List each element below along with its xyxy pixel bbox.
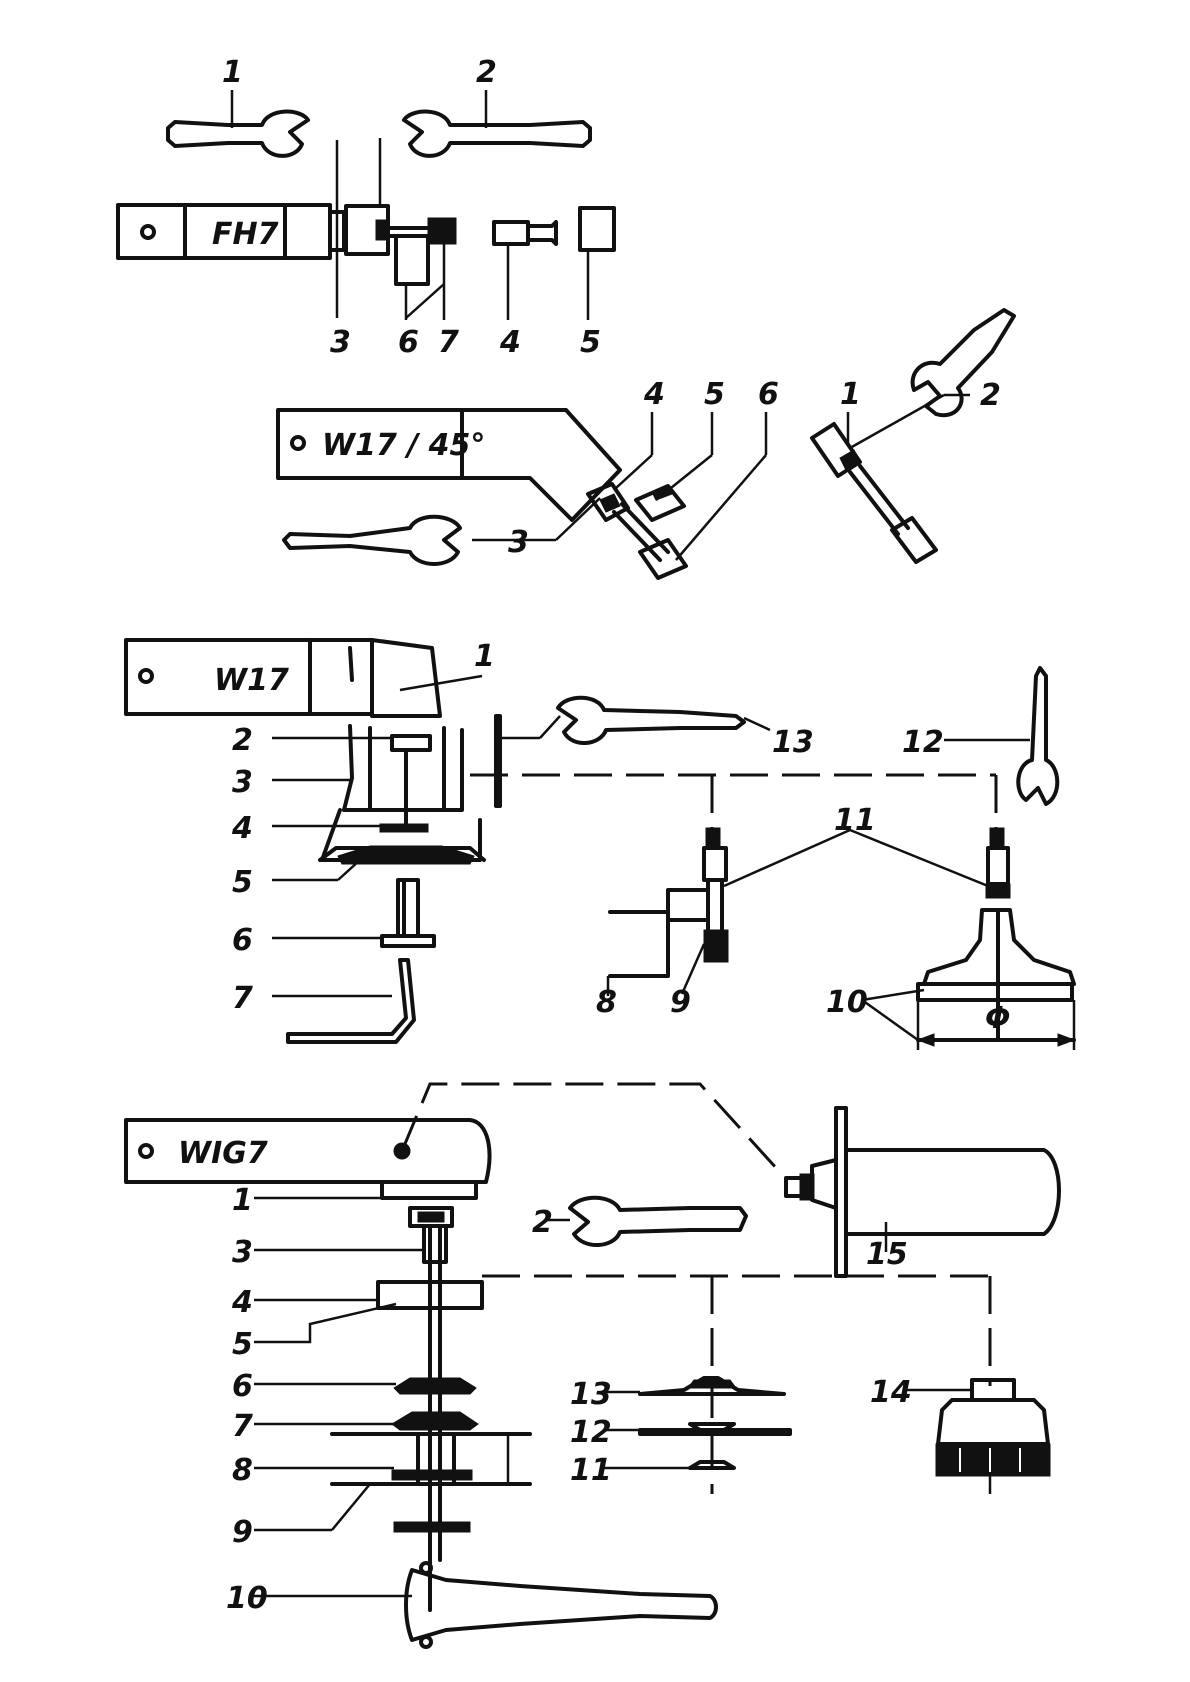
fh7-collet-assembly — [330, 206, 456, 284]
w17-45-model-label: W17 / 45° — [322, 428, 485, 463]
w17-45-collet — [588, 484, 686, 578]
open-end-wrench-icon — [1018, 668, 1057, 804]
callout-w17-6: 6 — [232, 923, 253, 958]
callout-w17-45-4: 4 — [643, 377, 665, 412]
callout-w17-9: 9 — [670, 985, 691, 1020]
callout-wig7-4: 4 — [231, 1285, 253, 1320]
callout-fh7-5: 5 — [580, 325, 601, 360]
callout-fh7-7: 7 — [438, 325, 459, 360]
callout-w17-45-5: 5 — [704, 377, 725, 412]
callout-w17-7: 7 — [232, 981, 253, 1016]
callout-wig7-14: 14 — [870, 1375, 912, 1410]
callout-fh7-4: 4 — [499, 325, 521, 360]
callout-wig7-2: 2 — [532, 1205, 553, 1240]
w17-45-loose-collet — [812, 424, 936, 562]
w17-spindle-pin — [382, 880, 434, 946]
callout-fh7-6: 6 — [398, 325, 419, 360]
w17-collet-left — [610, 828, 728, 976]
callout-w17-1: 1 — [474, 639, 495, 674]
fh7-adapter — [494, 222, 556, 244]
panel-wig7: WIG7 — [126, 1084, 1059, 1647]
callout-wig7-7: 7 — [232, 1409, 253, 1444]
panel-fh7: FH7 — [118, 55, 614, 360]
callout-w17-12: 12 — [902, 725, 944, 760]
callout-wig7-9: 9 — [232, 1515, 253, 1550]
side-handle-icon — [786, 1108, 1059, 1276]
callout-fh7-3: 3 — [330, 325, 351, 360]
open-end-wrench-icon — [404, 112, 590, 156]
callout-wig7-1: 1 — [232, 1183, 253, 1218]
pin-spanner-icon — [406, 1563, 716, 1647]
w17-disc-assembly: Φ — [918, 828, 1074, 1050]
callout-wig7-3: 3 — [232, 1235, 253, 1270]
open-end-wrench-icon — [558, 698, 744, 743]
callout-w17-5: 5 — [232, 865, 253, 900]
callout-w17-10: 10 — [826, 985, 868, 1020]
w17-45-angled-housing — [278, 410, 620, 520]
callout-wig7-15: 15 — [866, 1237, 908, 1272]
callout-wig7-8: 8 — [232, 1453, 253, 1488]
callout-wig7-10: 10 — [226, 1581, 268, 1616]
callout-fh7-1: 1 — [222, 55, 243, 90]
callout-wig7-5: 5 — [232, 1327, 253, 1362]
wig7-spindle-stack — [332, 1226, 530, 1610]
callout-w17-45-6: 6 — [758, 377, 779, 412]
diameter-symbol: Φ — [985, 1001, 1011, 1036]
callout-w17-11: 11 — [834, 803, 876, 838]
fh7-model-label: FH7 — [212, 217, 279, 252]
w17-model-label: W17 — [214, 663, 289, 698]
open-end-wrench-icon — [168, 112, 308, 156]
panel-w17-45: W17 / 45° — [278, 310, 1014, 578]
callout-w17-8: 8 — [596, 985, 617, 1020]
callout-w17-45-1: 1 — [840, 377, 861, 412]
callout-wig7-11: 11 — [570, 1453, 612, 1488]
callout-w17-2: 2 — [232, 723, 253, 758]
callout-wig7-13: 13 — [570, 1377, 612, 1412]
callout-wig7-12: 12 — [570, 1415, 612, 1450]
wire-cup-brush-icon — [936, 1380, 1050, 1494]
allen-key-icon — [288, 960, 414, 1042]
callout-wig7-6: 6 — [232, 1369, 253, 1404]
callout-w17-13: 13 — [772, 725, 814, 760]
callout-w17-3: 3 — [232, 765, 253, 800]
open-end-wrench-icon — [570, 1198, 746, 1245]
callout-w17-45-3: 3 — [508, 525, 529, 560]
open-end-wrench-icon — [284, 517, 460, 564]
panel-w17: W17 — [126, 639, 1074, 1050]
callout-fh7-2: 2 — [476, 55, 497, 90]
wig7-model-label: WIG7 — [178, 1136, 268, 1171]
fh7-part-5 — [580, 208, 614, 250]
callout-w17-4: 4 — [231, 811, 253, 846]
callout-w17-45-2: 2 — [980, 378, 1001, 413]
